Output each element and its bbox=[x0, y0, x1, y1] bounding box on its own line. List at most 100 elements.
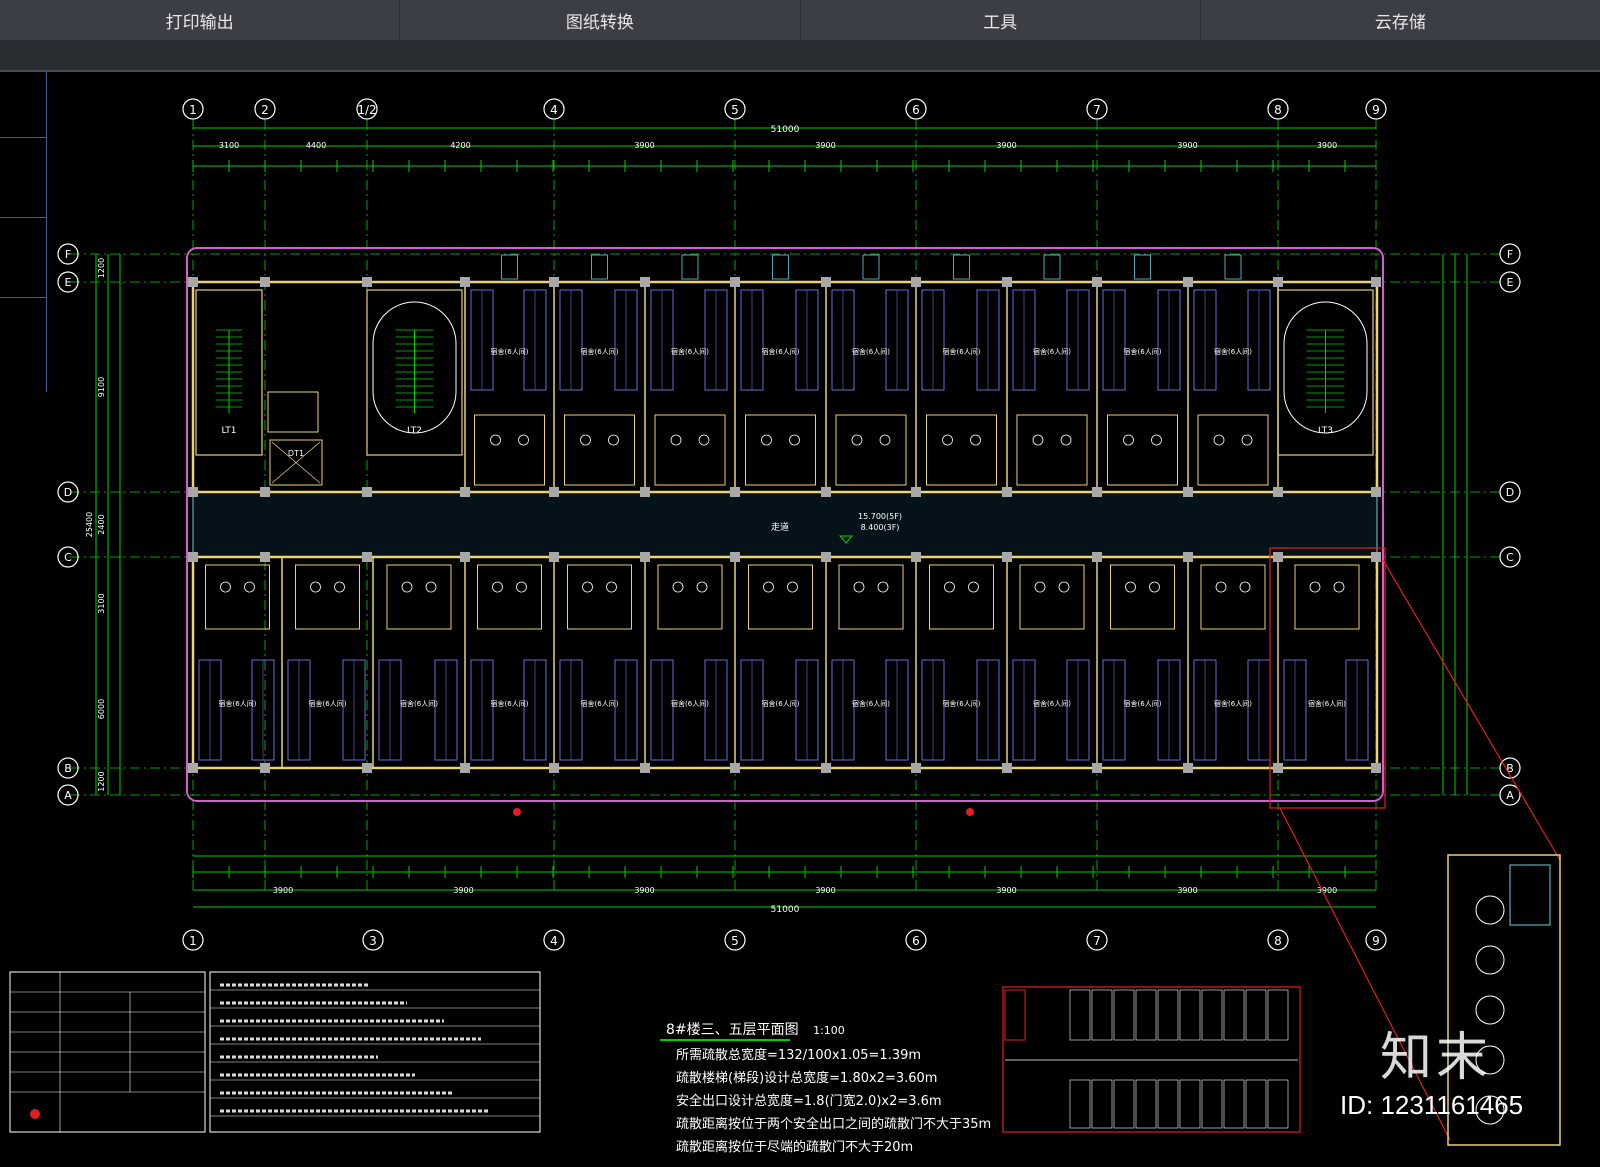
grid-label-right: B bbox=[1506, 762, 1514, 775]
room-label: 宿舍(6人间) bbox=[581, 699, 619, 708]
structural-column bbox=[549, 552, 559, 562]
detail-fixture bbox=[1475, 1045, 1505, 1075]
key-plan-frame bbox=[1002, 986, 1301, 1133]
stair-label: LT1 bbox=[222, 426, 237, 436]
side-dimension: 9100 bbox=[97, 377, 106, 397]
grid-bubble bbox=[57, 481, 79, 503]
grid-bubble bbox=[1499, 784, 1521, 806]
structural-column bbox=[911, 763, 921, 773]
structural-column bbox=[549, 277, 559, 287]
structural-column bbox=[549, 487, 559, 497]
span-dimension: 3900 bbox=[996, 886, 1016, 895]
key-plan-bay bbox=[1157, 989, 1179, 1041]
bathroom bbox=[477, 564, 542, 630]
detail-fixture bbox=[1475, 1095, 1505, 1125]
key-plan-bay bbox=[1091, 989, 1113, 1041]
room-label: 宿舍(6人间) bbox=[1124, 347, 1162, 356]
basin bbox=[879, 434, 891, 446]
structural-column bbox=[1002, 487, 1012, 497]
balcony-sink bbox=[681, 254, 699, 280]
bathroom bbox=[1197, 414, 1269, 486]
structural-column bbox=[821, 487, 831, 497]
basin bbox=[968, 581, 979, 593]
bathroom bbox=[1019, 564, 1085, 630]
span-dimension: 3900 bbox=[634, 141, 654, 150]
grid-label-top: 4 bbox=[550, 103, 558, 117]
north-wing-wall bbox=[191, 280, 1379, 494]
toilet bbox=[1309, 581, 1321, 593]
grid-label-right: C bbox=[1506, 551, 1514, 564]
structural-column bbox=[1273, 552, 1283, 562]
key-plan-bay bbox=[1113, 1079, 1135, 1129]
span-dimension: 3900 bbox=[1177, 886, 1197, 895]
grid-label-left: B bbox=[64, 762, 72, 775]
panel-cell bbox=[0, 137, 46, 218]
span-dimension: 3900 bbox=[996, 141, 1016, 150]
basin bbox=[334, 581, 345, 593]
structural-column bbox=[730, 552, 740, 562]
key-plan-bay bbox=[1157, 1079, 1179, 1129]
room-label: 宿舍(6人间) bbox=[219, 699, 257, 708]
structural-column bbox=[821, 763, 831, 773]
menu-cloud-storage[interactable]: 云存储 bbox=[1374, 12, 1426, 33]
grid-bubble bbox=[57, 784, 79, 806]
bathroom bbox=[657, 564, 723, 630]
bathroom bbox=[748, 564, 813, 630]
toilet bbox=[851, 434, 863, 446]
structural-column bbox=[1092, 277, 1102, 287]
grid-bubble bbox=[1499, 271, 1521, 293]
grid-label-left: A bbox=[64, 789, 72, 802]
grid-label-right: A bbox=[1506, 789, 1514, 802]
grid-label-bottom: 5 bbox=[731, 934, 739, 948]
room-label: 宿舍(6人间) bbox=[581, 347, 619, 356]
toilet bbox=[1213, 434, 1225, 446]
toilet bbox=[492, 581, 503, 593]
structural-column bbox=[1092, 487, 1102, 497]
watermark-brand: 知末 bbox=[1380, 1028, 1493, 1088]
bathroom bbox=[654, 414, 726, 486]
side-dimension: 1200 bbox=[97, 258, 106, 278]
notes-table bbox=[209, 971, 541, 1133]
structural-column bbox=[460, 763, 470, 773]
structural-column bbox=[1183, 277, 1193, 287]
grid-bubble bbox=[1499, 546, 1521, 568]
structural-column bbox=[188, 552, 198, 562]
structural-column bbox=[1002, 277, 1012, 287]
toilet bbox=[1125, 581, 1136, 593]
bathroom bbox=[745, 414, 816, 486]
room-label: 宿舍(6人间) bbox=[762, 347, 800, 356]
room-label: 宿舍(6人间) bbox=[852, 699, 890, 708]
grid-bubble bbox=[1086, 929, 1108, 951]
menu-drawing-convert[interactable]: 图纸转换 bbox=[400, 0, 801, 40]
grid-bubble bbox=[1365, 929, 1387, 951]
toilet bbox=[763, 581, 774, 593]
structural-column bbox=[362, 277, 372, 287]
structural-column bbox=[460, 277, 470, 287]
menu-print-output[interactable]: 打印输出 bbox=[0, 0, 401, 40]
key-plan-bay bbox=[1135, 1079, 1157, 1129]
detail-shower bbox=[1509, 864, 1551, 926]
structural-column bbox=[730, 763, 740, 773]
grid-label-top: 5 bbox=[731, 103, 739, 117]
grid-bubble bbox=[543, 98, 565, 120]
balcony-sink bbox=[953, 254, 970, 280]
structural-column bbox=[1273, 277, 1283, 287]
grid-label-bottom: 8 bbox=[1274, 934, 1282, 948]
key-plan-bay bbox=[1267, 989, 1289, 1041]
basin bbox=[787, 581, 798, 593]
toilet bbox=[944, 581, 955, 593]
menu-tools[interactable]: 工具 bbox=[801, 0, 1201, 40]
plan-title-text: 8#楼三、五层平面图 bbox=[666, 1022, 799, 1038]
span-dimension: 3900 bbox=[1317, 886, 1337, 895]
toilet bbox=[1123, 434, 1134, 446]
balcony-sink bbox=[1043, 254, 1061, 280]
stair-label: LT2 bbox=[407, 426, 422, 436]
grid-label-top: 1/2 bbox=[357, 103, 376, 117]
grid-bubble bbox=[1086, 98, 1108, 120]
balcony-sink bbox=[862, 254, 880, 280]
grid-label-top: 9 bbox=[1372, 103, 1380, 117]
level-mark: 15.700(5F) bbox=[858, 512, 902, 521]
grid-bubble bbox=[57, 243, 79, 265]
basin bbox=[1151, 434, 1162, 446]
